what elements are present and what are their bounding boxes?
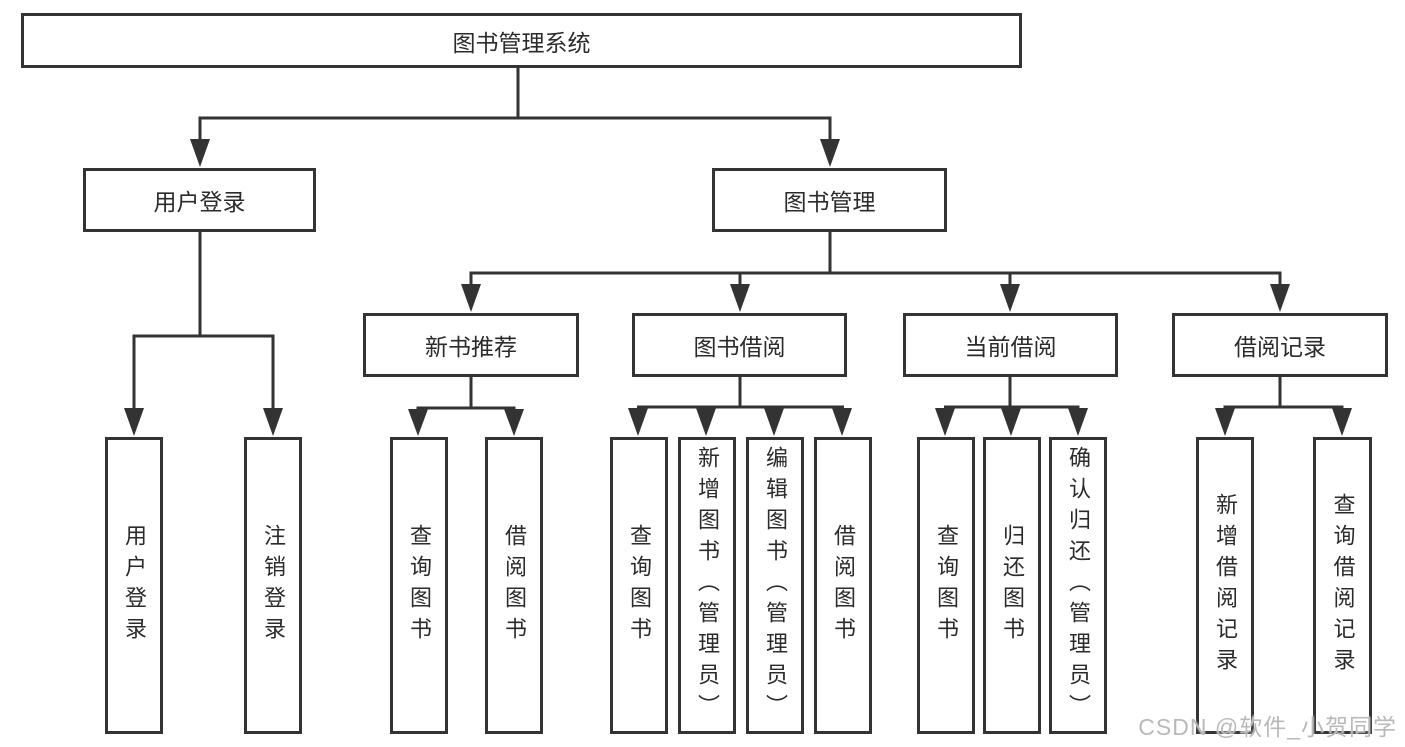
connector-root-to-level2 [190, 66, 840, 167]
node-book-management-label: 图书管理 [783, 189, 876, 215]
node-user-login-label: 用户登录 [153, 189, 246, 215]
leaf-add-book-admin: 新增图书（管理员） [678, 437, 736, 734]
connector-current-borrow-to-leaves [935, 375, 1088, 436]
connector-book-borrow-to-leaves [628, 375, 852, 436]
leaf-add-borrow-record-label: 新增借阅记录 [1213, 492, 1238, 679]
leaf-user-login-label: 用户登录 [122, 523, 147, 648]
leaf-borrow-book-label: 借阅图书 [831, 523, 856, 648]
connector-user-login-to-leaves [124, 230, 283, 436]
leaf-query-borrow-record: 查询借阅记录 [1313, 437, 1372, 734]
node-book-borrow-label: 图书借阅 [693, 334, 786, 360]
node-user-login: 用户登录 [83, 168, 316, 232]
csdn-watermark: CSDN @软件_小贺同学 [1138, 714, 1397, 740]
leaf-borrow-book-recommend-label: 借阅图书 [502, 523, 527, 648]
leaf-edit-book-admin: 编辑图书（管理员） [746, 437, 804, 734]
leaf-borrow-book-recommend: 借阅图书 [485, 437, 543, 734]
leaf-logout-login: 注销登录 [244, 437, 302, 734]
leaf-borrow-book: 借阅图书 [814, 437, 872, 734]
node-current-borrow: 当前借阅 [903, 313, 1118, 377]
leaf-query-book-borrow: 查询图书 [610, 437, 668, 734]
node-book-management: 图书管理 [712, 168, 947, 232]
leaf-return-book: 归还图书 [983, 437, 1041, 734]
node-library-system-label: 图书管理系统 [452, 29, 591, 56]
leaf-query-book-current-label: 查询图书 [934, 523, 959, 648]
node-current-borrow-label: 当前借阅 [964, 334, 1057, 360]
leaf-query-book-borrow-label: 查询图书 [627, 523, 652, 648]
leaf-user-login: 用户登录 [105, 437, 163, 734]
connector-new-book-to-leaves [408, 375, 524, 436]
node-library-system: 图书管理系统 [21, 13, 1022, 68]
leaf-query-book-recommend-label: 查询图书 [407, 523, 432, 648]
node-borrow-record: 借阅记录 [1172, 313, 1388, 377]
connector-borrow-record-to-leaves [1215, 375, 1352, 436]
node-new-book-recommend: 新书推荐 [363, 313, 579, 377]
node-borrow-record-label: 借阅记录 [1234, 334, 1326, 360]
connector-book-mgmt-to-level3 [461, 230, 1290, 312]
leaf-query-borrow-record-label: 查询借阅记录 [1330, 492, 1356, 679]
node-new-book-recommend-label: 新书推荐 [425, 334, 517, 360]
node-book-borrow: 图书借阅 [632, 313, 847, 377]
leaf-return-book-label: 归还图书 [1000, 523, 1025, 648]
leaf-query-book-recommend: 查询图书 [390, 437, 448, 734]
leaf-logout-login-label: 注销登录 [261, 523, 286, 648]
leaf-query-book-current: 查询图书 [917, 437, 975, 734]
leaf-confirm-return-admin: 确认归还（管理员） [1049, 437, 1107, 734]
leaf-add-book-admin-label: 新增图书（管理员） [695, 446, 720, 725]
leaf-add-borrow-record: 新增借阅记录 [1196, 437, 1254, 734]
leaf-confirm-return-admin-label: 确认归还（管理员） [1066, 446, 1091, 725]
leaf-edit-book-admin-label: 编辑图书（管理员） [763, 446, 788, 725]
